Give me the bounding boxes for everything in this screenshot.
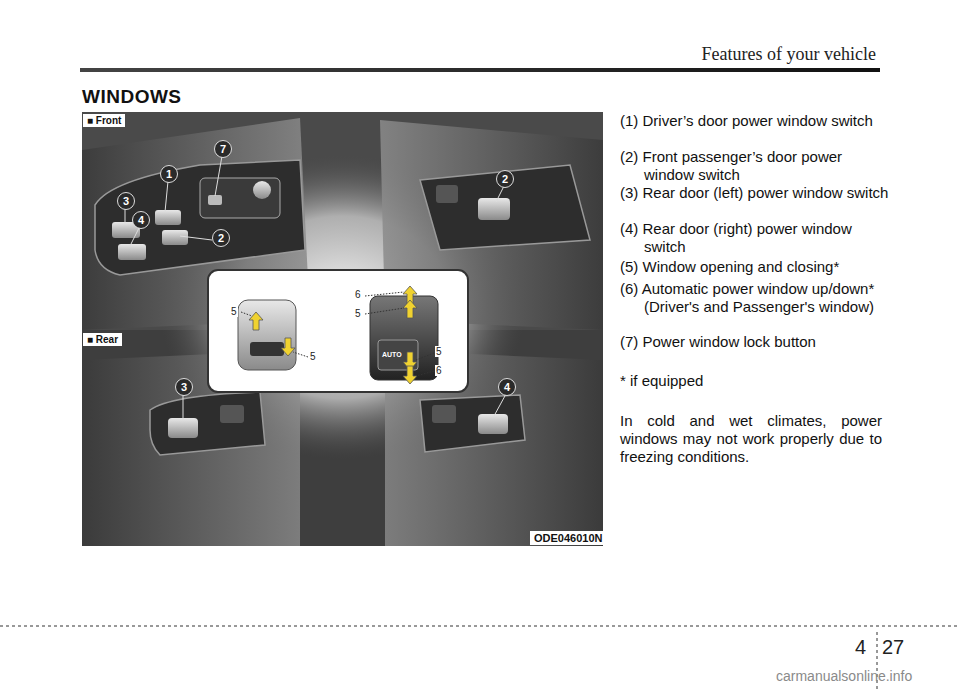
- page-number: 27: [882, 636, 904, 659]
- callout-number: 7: [214, 140, 232, 158]
- header-rule: [80, 68, 880, 72]
- callout-number: 6: [354, 289, 362, 300]
- callout-number: 5: [230, 306, 238, 317]
- callout-number: 1: [160, 165, 178, 183]
- legend-item: (2) Front passenger’s door power window …: [620, 148, 889, 184]
- legend-item: (3) Rear door (left) power window switch: [620, 184, 889, 202]
- view-tag: ■ Rear: [83, 333, 122, 346]
- legend-item: (4) Rear door (right) power window switc…: [620, 220, 889, 256]
- figure-code: ODE046010N: [530, 531, 607, 545]
- callout-number: 3: [175, 378, 193, 396]
- callout-number: 3: [117, 192, 135, 210]
- callout-number: 2: [496, 170, 514, 188]
- legend-item: (1) Driver’s door power window switch: [620, 112, 889, 130]
- callout-number: 4: [498, 378, 516, 396]
- running-header: Features of your vehicle: [702, 44, 876, 65]
- legend-item: (5) Window opening and closing*: [620, 258, 889, 276]
- photo: [82, 112, 603, 546]
- callout-number: 5: [435, 346, 443, 357]
- view-tag: ■ Front: [83, 114, 125, 127]
- callout-number: 5: [354, 308, 362, 319]
- legend-item: (7) Power window lock button: [620, 333, 889, 351]
- callout-number: 2: [212, 229, 230, 247]
- body-text: In cold and wet climates, power windows …: [620, 412, 882, 466]
- callout-number: 5: [309, 351, 317, 362]
- watermark: carmanualsonline.info: [776, 668, 912, 684]
- page-rules: [0, 626, 960, 690]
- legend-item: (6) Automatic power window up/down* (Dri…: [620, 280, 889, 316]
- switch-marking: AUTO: [382, 351, 402, 358]
- callout-number: 4: [132, 211, 150, 229]
- footnote: * if equipped: [620, 372, 703, 389]
- section-title: WINDOWS: [82, 86, 182, 108]
- chapter-number: 4: [855, 636, 866, 659]
- callout-number: 6: [435, 365, 443, 376]
